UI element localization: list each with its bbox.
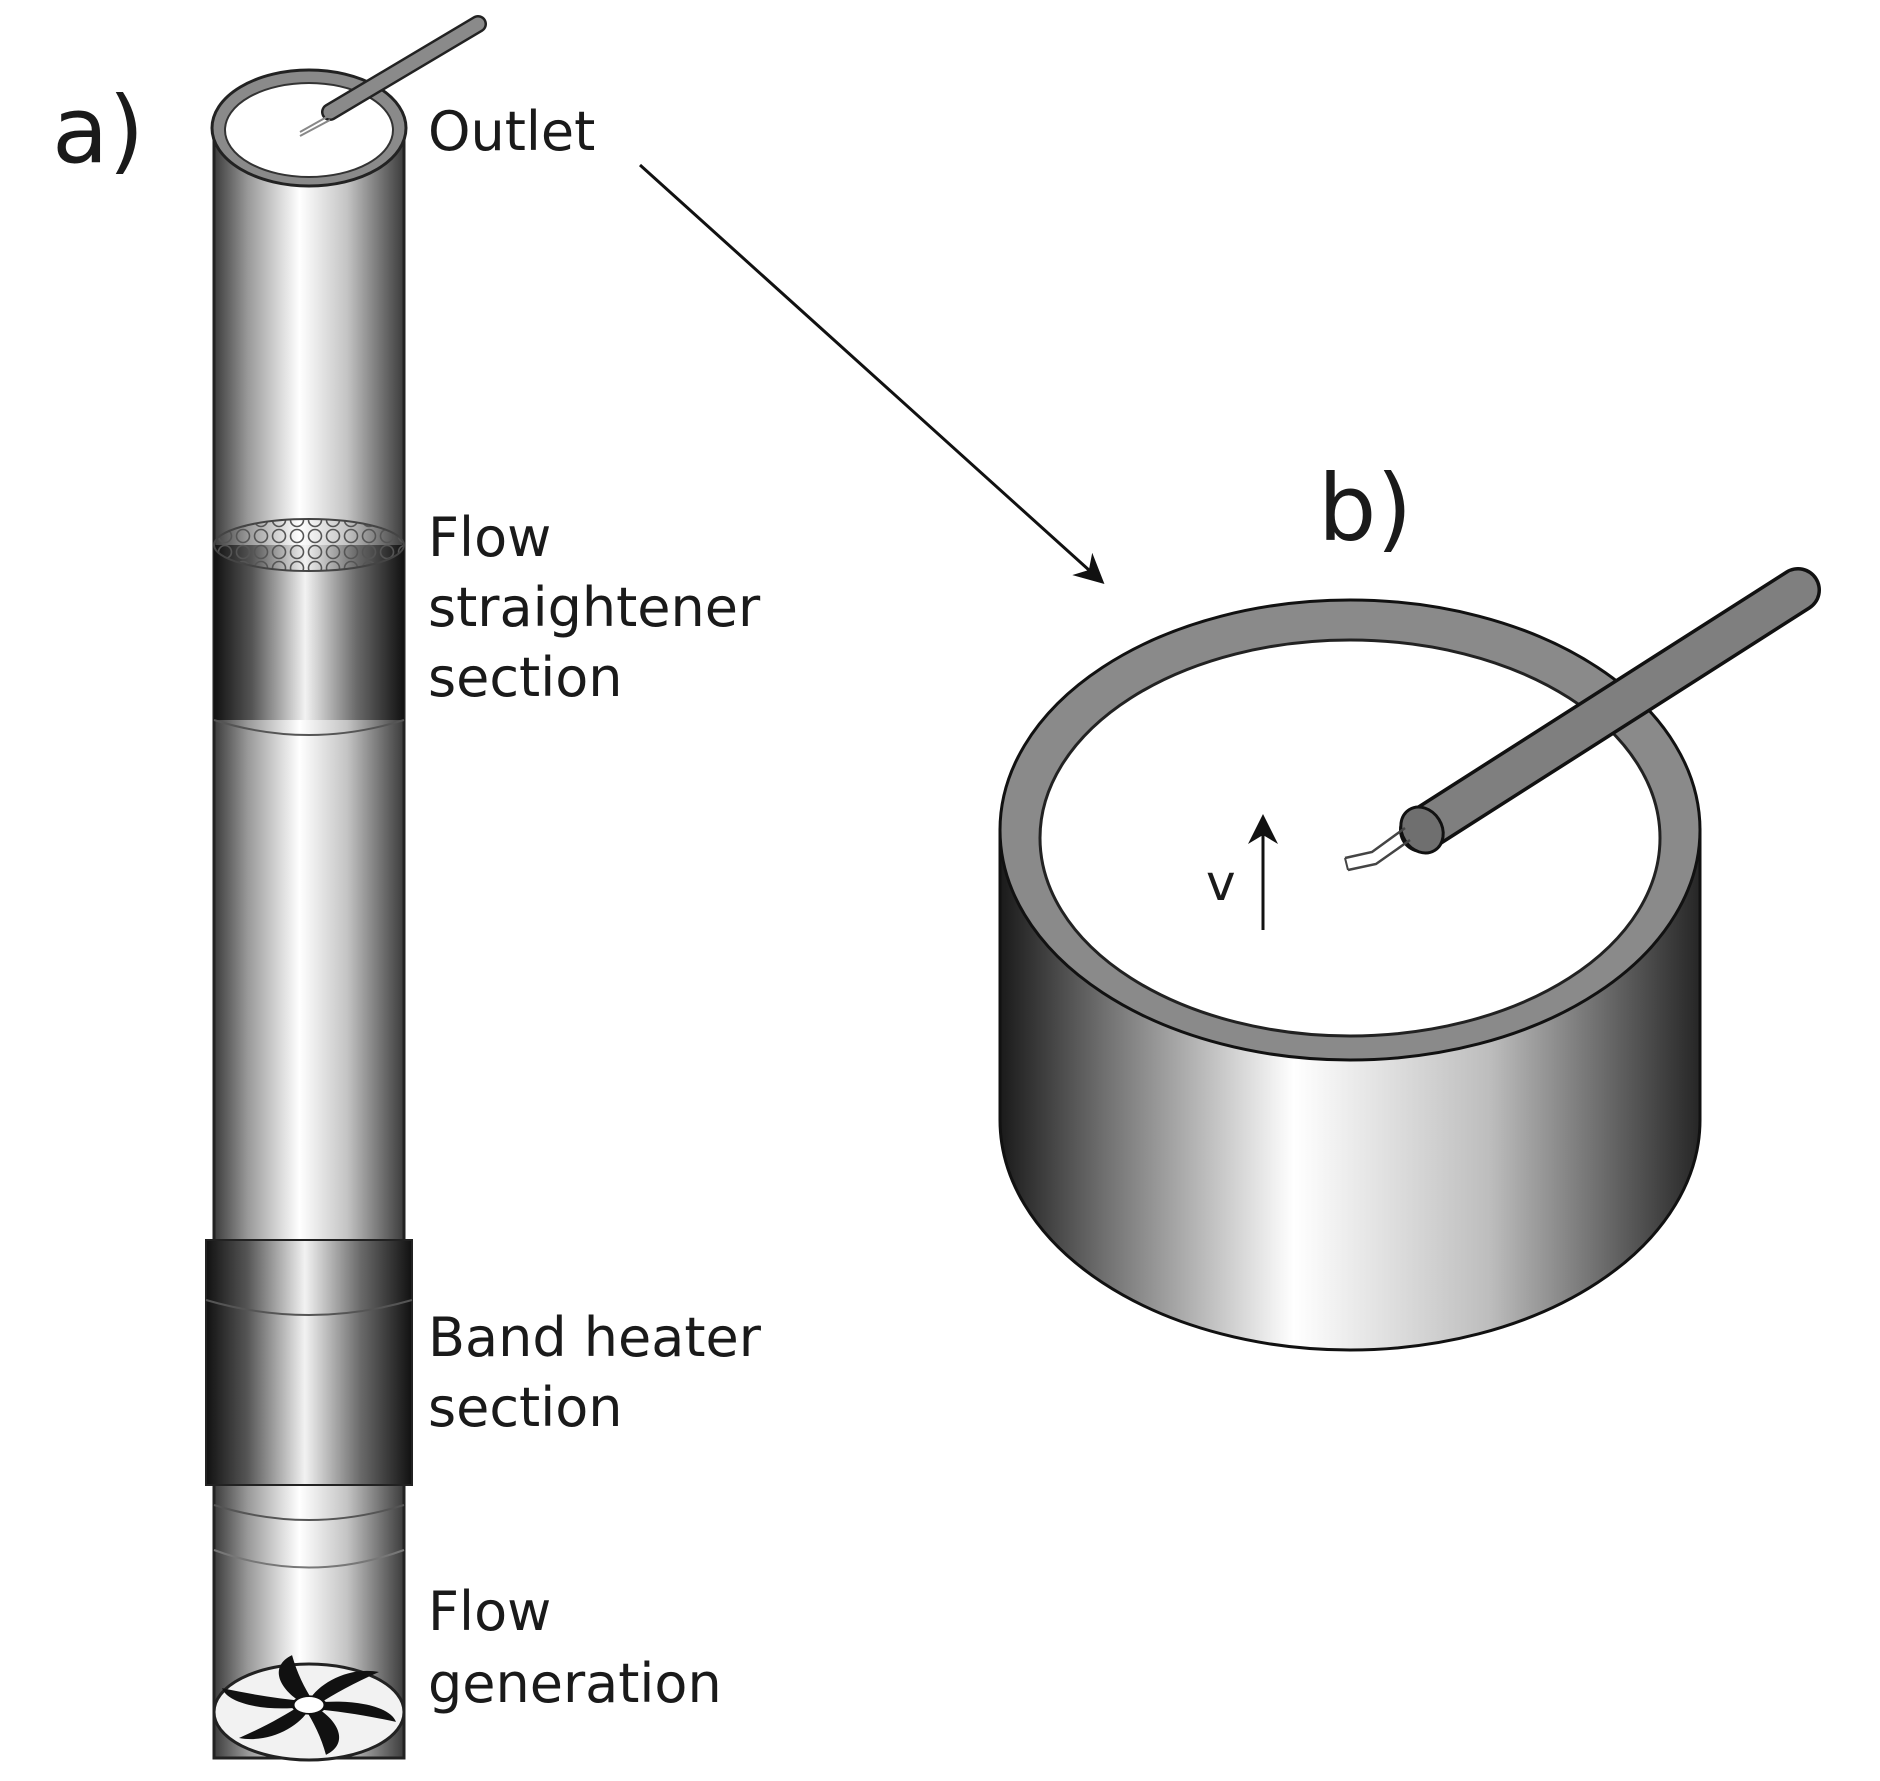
tube-assembly bbox=[205, 15, 487, 1762]
honeycomb-mesh bbox=[213, 518, 405, 572]
outlet-probe bbox=[299, 15, 487, 137]
heater-band bbox=[205, 1239, 413, 1486]
straightener-seam bbox=[213, 719, 405, 736]
label-flow-straightener-3: section bbox=[428, 646, 622, 709]
drum-opening bbox=[1038, 638, 1662, 1038]
panel-label-a: a) bbox=[52, 77, 144, 184]
outlet-closeup: v bbox=[998, 567, 1821, 1352]
heater-seam-bottom bbox=[213, 1504, 405, 1521]
label-flow-straightener-2: straightener bbox=[428, 576, 761, 639]
label-flow-generation-2: generation bbox=[428, 1652, 722, 1715]
label-velocity: v bbox=[1206, 854, 1236, 912]
panel-label-b: b) bbox=[1318, 455, 1412, 562]
zoom-arrow bbox=[638, 163, 1105, 585]
lower-seam bbox=[213, 1549, 405, 1569]
label-band-heater-2: section bbox=[428, 1376, 622, 1439]
hot-wire-probe bbox=[1344, 567, 1821, 872]
heater-seam-top bbox=[205, 1299, 413, 1316]
label-flow-straightener-1: Flow bbox=[428, 506, 551, 569]
label-outlet: Outlet bbox=[428, 100, 595, 163]
fan-icon bbox=[222, 1655, 396, 1755]
label-flow-generation-1: Flow bbox=[428, 1580, 551, 1643]
straightener-band bbox=[214, 545, 404, 720]
tube-body bbox=[212, 126, 406, 1760]
label-band-heater-1: Band heater bbox=[428, 1306, 762, 1369]
